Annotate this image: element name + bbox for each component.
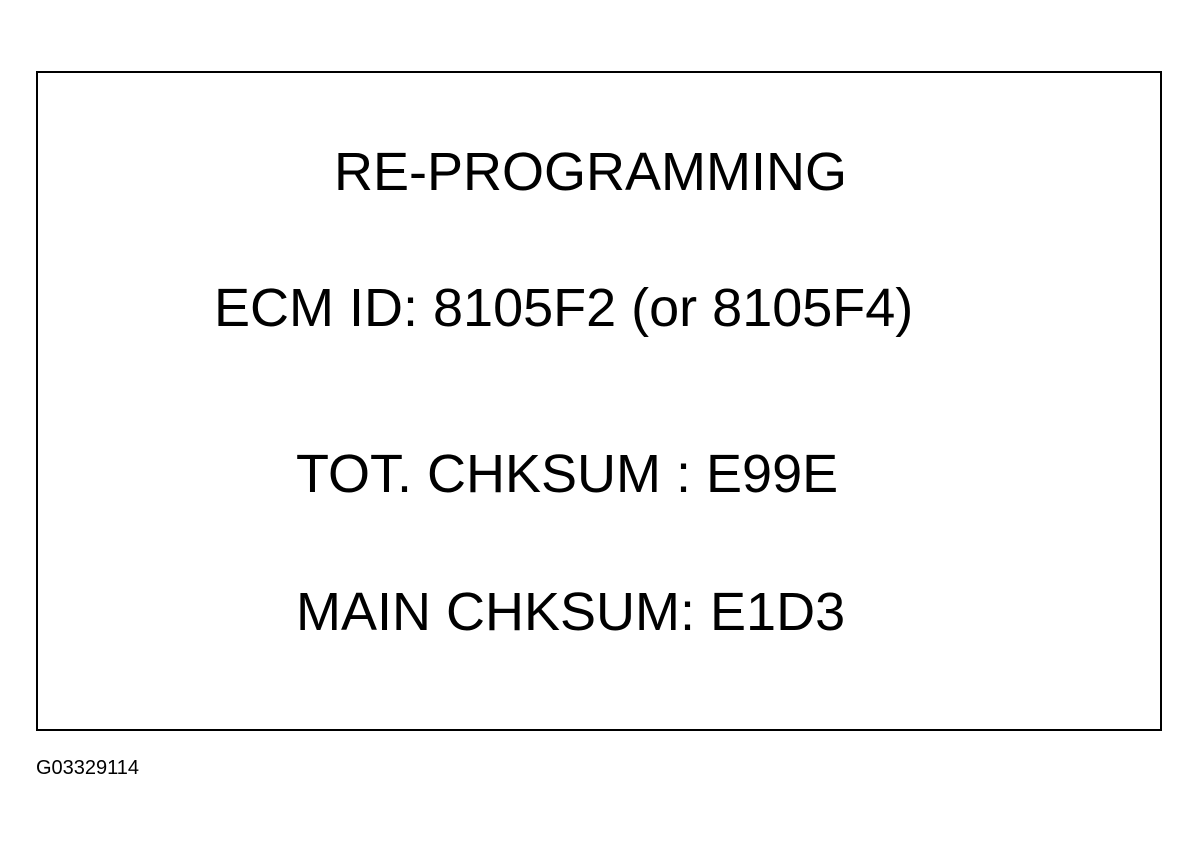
figure-id: G03329114 (36, 757, 140, 779)
main-checksum-line: MAIN CHKSUM: E1D3 (296, 582, 846, 642)
total-checksum-line: TOT. CHKSUM : E99E (296, 444, 839, 504)
ecm-id-line: ECM ID: 8105F2 (or 8105F4) (214, 278, 914, 338)
programming-label-box: RE-PROGRAMMING ECM ID: 8105F2 (or 8105F4… (36, 71, 1162, 731)
label-title: RE-PROGRAMMING (334, 142, 847, 202)
